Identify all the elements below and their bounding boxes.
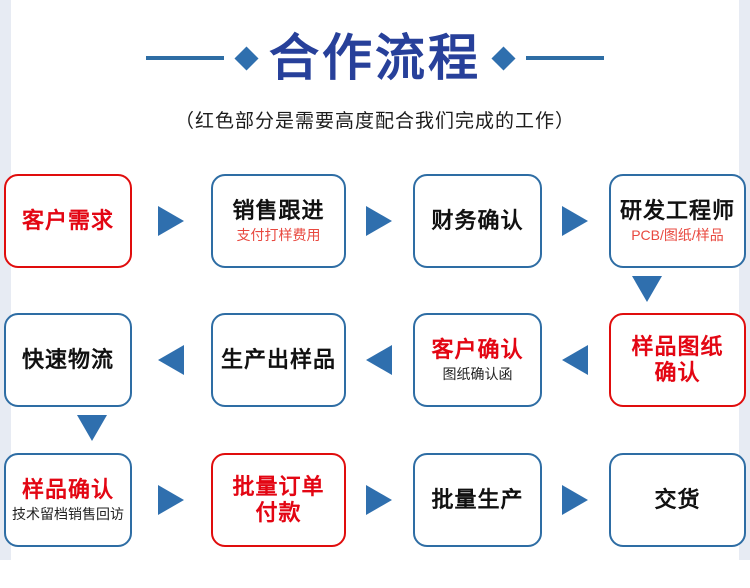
flow-node-title: 快速物流 (21, 347, 114, 373)
flow-node-title: 客户需求 (21, 208, 114, 234)
flow-node-title: 样品图纸确认 (631, 334, 724, 385)
flow-node-customer-demand[interactable]: 客户需求 (4, 174, 132, 268)
arrow-down-icon-right (632, 276, 662, 302)
flow-node-produce-sample[interactable]: 生产出样品 (211, 313, 346, 407)
flow-node-finance-confirm[interactable]: 财务确认 (413, 174, 542, 268)
page-title: 合作流程 (269, 30, 481, 86)
flow-node-title: 客户确认 (431, 337, 524, 363)
flow-node-delivery[interactable]: 交货 (609, 453, 746, 547)
arrow-left-icon (366, 345, 392, 375)
arrow-left-icon (158, 345, 184, 375)
arrow-right-icon (366, 206, 392, 236)
flow-node-sample-confirm[interactable]: 样品确认 技术留档销售回访 (4, 453, 132, 547)
flow-node-title: 样品确认 (21, 477, 114, 503)
flow-node-subtitle: 图纸确认函 (442, 366, 513, 383)
title-row: 合作流程 (0, 22, 750, 94)
flow-node-title: 销售跟进 (232, 198, 325, 224)
left-rule-icon (146, 56, 224, 60)
flow-node-rd-engineer[interactable]: 研发工程师 PCB/图纸/样品 (609, 174, 746, 268)
flow-node-sample-drawing-confirm[interactable]: 样品图纸确认 (609, 313, 746, 407)
right-rule-icon (526, 56, 604, 60)
flow-row-3: 样品确认 技术留档销售回访 批量订单付款 批量生产 交货 (0, 453, 750, 547)
flow-node-customer-confirm[interactable]: 客户确认 图纸确认函 (413, 313, 542, 407)
header: 合作流程 （红色部分是需要高度配合我们完成的工作） (0, 22, 750, 133)
flow-node-title: 生产出样品 (220, 347, 336, 373)
flow-node-title: 财务确认 (431, 208, 524, 234)
flow-node-fast-logistics[interactable]: 快速物流 (4, 313, 132, 407)
arrow-left-icon (562, 345, 588, 375)
arrow-down-icon-left (77, 415, 107, 441)
flow-node-subtitle: 支付打样费用 (236, 227, 321, 244)
right-diamond-icon (491, 45, 516, 71)
flow-row-1: 客户需求 销售跟进 支付打样费用 财务确认 研发工程师 PCB/图纸/样品 (0, 174, 750, 268)
flow-node-title: 交货 (654, 487, 701, 513)
flow-node-title: 批量生产 (431, 487, 524, 513)
left-diamond-icon (234, 45, 259, 71)
flow-node-bulk-order-payment[interactable]: 批量订单付款 (211, 453, 346, 547)
page-subtitle: （红色部分是需要高度配合我们完成的工作） (174, 111, 575, 132)
flow-row-2: 快速物流 生产出样品 客户确认 图纸确认函 样品图纸确认 (0, 313, 750, 407)
flow-node-subtitle: PCB/图纸/样品 (631, 227, 724, 244)
flow-node-sales-followup[interactable]: 销售跟进 支付打样费用 (211, 174, 346, 268)
right-edge-strip (739, 0, 750, 560)
flow-node-mass-production[interactable]: 批量生产 (413, 453, 542, 547)
left-edge-strip (0, 0, 11, 560)
arrow-right-icon (562, 206, 588, 236)
arrow-right-icon (366, 485, 392, 515)
flow-node-subtitle: 技术留档销售回访 (12, 506, 124, 523)
arrow-right-icon (562, 485, 588, 515)
flow-node-title: 研发工程师 (619, 198, 735, 224)
arrow-right-icon (158, 485, 184, 515)
flow-node-title: 批量订单付款 (232, 474, 325, 525)
arrow-right-icon (158, 206, 184, 236)
